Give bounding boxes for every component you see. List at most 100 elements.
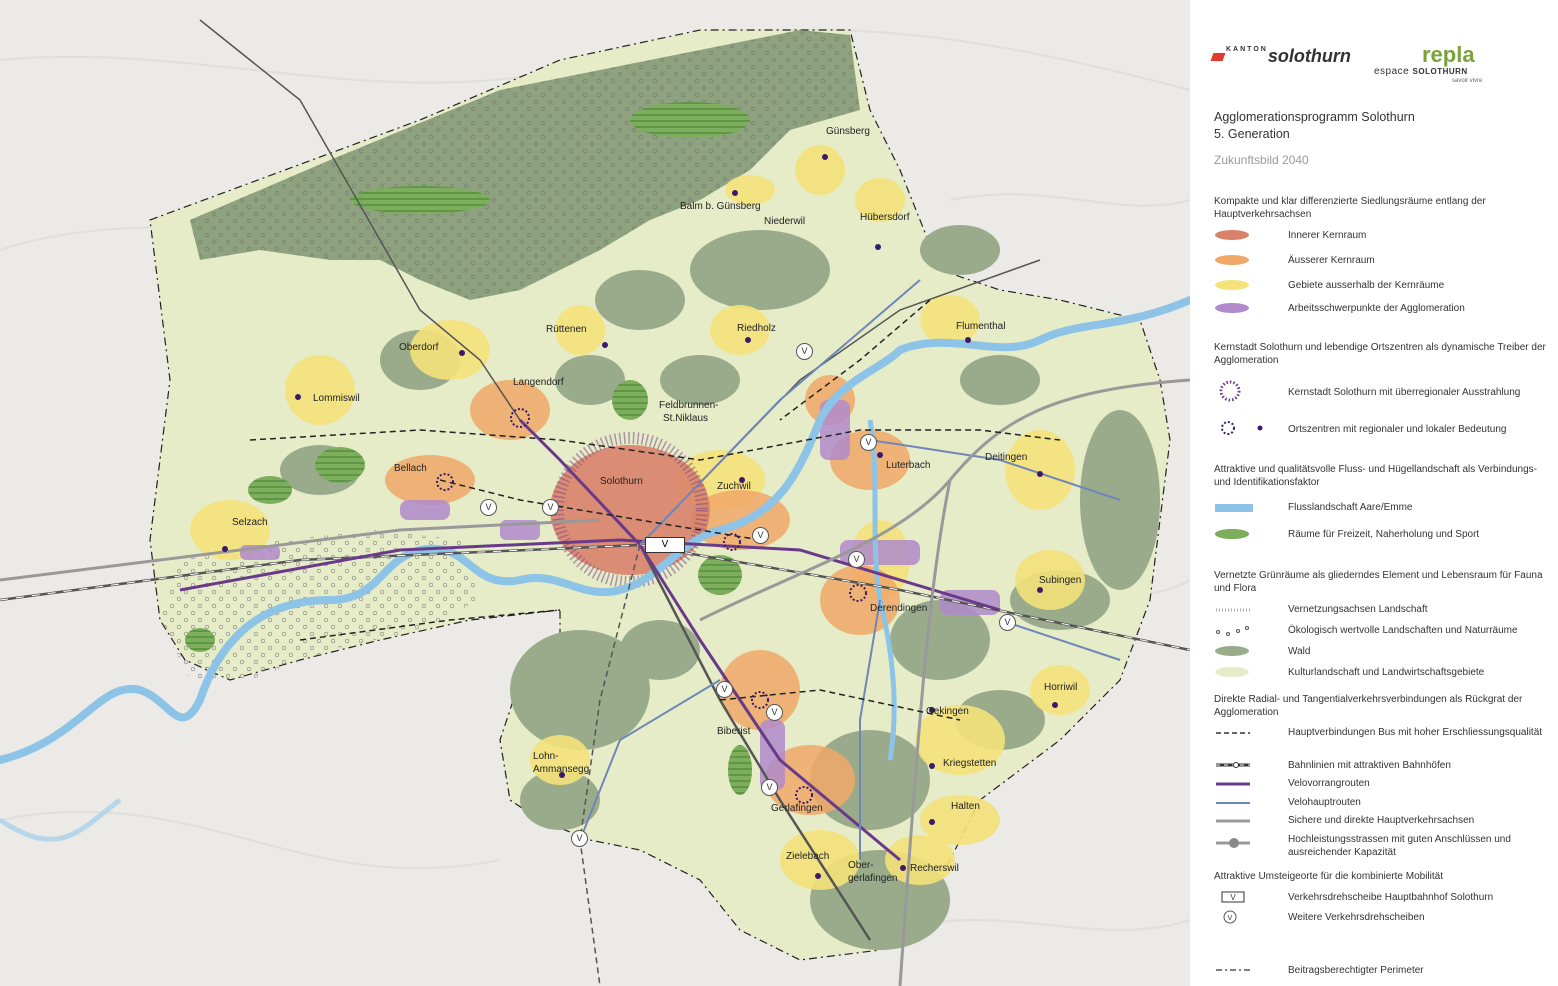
place-label: Solothurn [600,476,643,487]
place-label: Lohn- [533,751,559,762]
legend-item: Arbeitsschwerpunkte der Agglomeration [1288,303,1465,314]
forest-patches [280,225,1160,950]
legend-item: Sichere und direkte Hauptverkehrsachsen [1288,815,1475,826]
place-label: Gerlafingen [771,803,823,814]
legend-heading: Attraktive und qualitätsvolle Fluss- und… [1214,464,1537,488]
place-label: Kriegstetten [943,758,997,769]
place-label: Hübersdorf [860,212,910,223]
highway-icon [1216,838,1250,848]
transfer-hub: V [796,343,813,360]
place-label: Flumenthal [956,321,1006,332]
legend-item: Hauptverbindungen Bus mit hoher Erschlie… [1288,727,1543,738]
legend-heading: Kernstadt Solothurn und lebendige Ortsze… [1214,342,1546,366]
ortszentrum-icon [1221,421,1263,435]
transfer-hub: V [860,434,877,451]
legend-item: Innerer Kernraum [1288,230,1367,241]
legend-item: Verkehrsdrehscheibe Hauptbahnhof Solothu… [1288,892,1494,903]
main-road-icon [1216,819,1250,823]
place-label: Ober- [848,860,874,871]
place-label: Oberdorf [399,342,439,353]
legend-item: Äusserer Kernraum [1288,255,1375,266]
river-swatch [1215,504,1253,512]
legend-item: Velohauptrouten [1288,797,1361,808]
outside-core-swatch [1215,280,1249,290]
outer-core-swatch [1215,255,1249,265]
legend-item: Vernetzungsachsen Landschaft [1288,604,1428,615]
velo-haupt-icon [1216,802,1250,804]
bus-line-icon [1216,732,1250,734]
place-label: Derendingen [870,603,928,614]
highway [0,378,1190,986]
map-canvas [0,19,1190,986]
kernstadt-icon [1219,380,1241,402]
place-label: Horriwil [1044,682,1078,693]
legend-item: Weitere Verkehrsdrehscheiben [1288,912,1425,923]
hub-hb-icon: V [1221,891,1245,903]
repla-savoir-text: savoir vivre [1452,78,1483,84]
place-label: Balm b. Günsberg [680,201,761,212]
main-station-hub: V [645,537,685,553]
place-label: Zuchwil [717,481,751,492]
legend-item: Gebiete ausserhalb der Kernräume [1288,280,1445,291]
place-label: Biberist [717,726,751,737]
transfer-hub: V [766,704,783,721]
place-label: Feldbrunnen- [659,400,719,411]
place-label: Niederwil [764,216,806,227]
place-label: Luterbach [886,460,931,471]
perimeter-icon [1216,969,1250,971]
kanton-flag-icon [1210,53,1226,62]
kanton-solothurn-logo: KANTONsolothurn [1210,46,1351,67]
place-label: Subingen [1039,575,1082,586]
logo-espace-word: espace [1374,66,1410,77]
transfer-hub: V [761,779,778,796]
legend-heading: Vernetzte Grünräume als gliederndes Elem… [1214,570,1543,594]
velo-haupt-routes [579,279,1121,860]
svg-text:V: V [1228,915,1233,922]
transfer-hub: V [999,614,1016,631]
page-subtitle: Zukunftsbild 2040 [1214,153,1309,167]
place-label: Rüttenen [546,324,587,335]
legend-item: Ortszentren mit regionaler und lokaler B… [1288,424,1507,435]
program-title: Agglomerationsprogramm Solothurn 5. Gene… [1214,109,1415,143]
legend-item: Kulturlandschaft und Landwirtschaftsgebi… [1288,667,1485,678]
legend-heading: Direkte Radial- und Tangentialverkehrsve… [1214,694,1523,718]
velo-vorrang-routes [179,418,1001,862]
work-area-swatch [1215,303,1249,313]
legend-item: Bahnlinien mit attraktiven Bahnhöfen [1288,760,1451,771]
legend-item: Kernstadt Solothurn mit überregionaler A… [1288,387,1521,398]
leisure-swatch [1215,529,1249,539]
transfer-hub: V [716,681,733,698]
river-aare [0,296,1190,764]
logo-solothurn-caps: SOLOTHURN [1412,67,1468,76]
transfer-hub: V [542,499,559,516]
legend-heading: Kompakte und klar differenzierte Siedlun… [1214,196,1486,220]
place-label: St.Niklaus [663,413,709,424]
title-line-1: Agglomerationsprogramm Solothurn [1214,110,1415,124]
ecological-dots-icon [1216,626,1249,636]
place-label: Recherswil [910,863,959,874]
legend-item: Wald [1288,646,1311,657]
place-label: Bellach [394,463,427,474]
legend-item: Hochleistungsstrassen mit guten Anschlüs… [1288,834,1511,858]
river-emme [867,419,897,761]
logo-solothurn-text: solothurn [1267,46,1351,66]
legend-item: Räume für Freizeit, Naherholung und Spor… [1288,529,1480,540]
place-label: Zielebach [786,851,830,862]
transfer-hub: V [848,551,865,568]
hub-icon: V [1223,910,1237,924]
legend-item: Beitragsberechtigter Perimeter [1288,965,1424,976]
place-label: Riedholz [737,323,776,334]
inner-core-swatch [1215,230,1249,240]
title-line-2: 5. Generation [1214,127,1290,141]
place-label: Lommiswil [313,393,360,404]
map-area: V V V V V V V V V V V V Günsberg Balm b.… [0,19,1190,986]
town-center-dots [222,154,1058,879]
repla-logo: repla [1422,42,1475,67]
legend-heading: Attraktive Umsteigeorte für die kombinie… [1214,871,1443,882]
place-label: Oekingen [926,706,969,717]
connection-axis-icon [1216,608,1250,612]
velo-vorrang-icon [1216,782,1250,786]
town-center-rings [436,408,867,804]
river-aare-west [0,798,122,842]
ecological-area-jura [190,30,860,300]
